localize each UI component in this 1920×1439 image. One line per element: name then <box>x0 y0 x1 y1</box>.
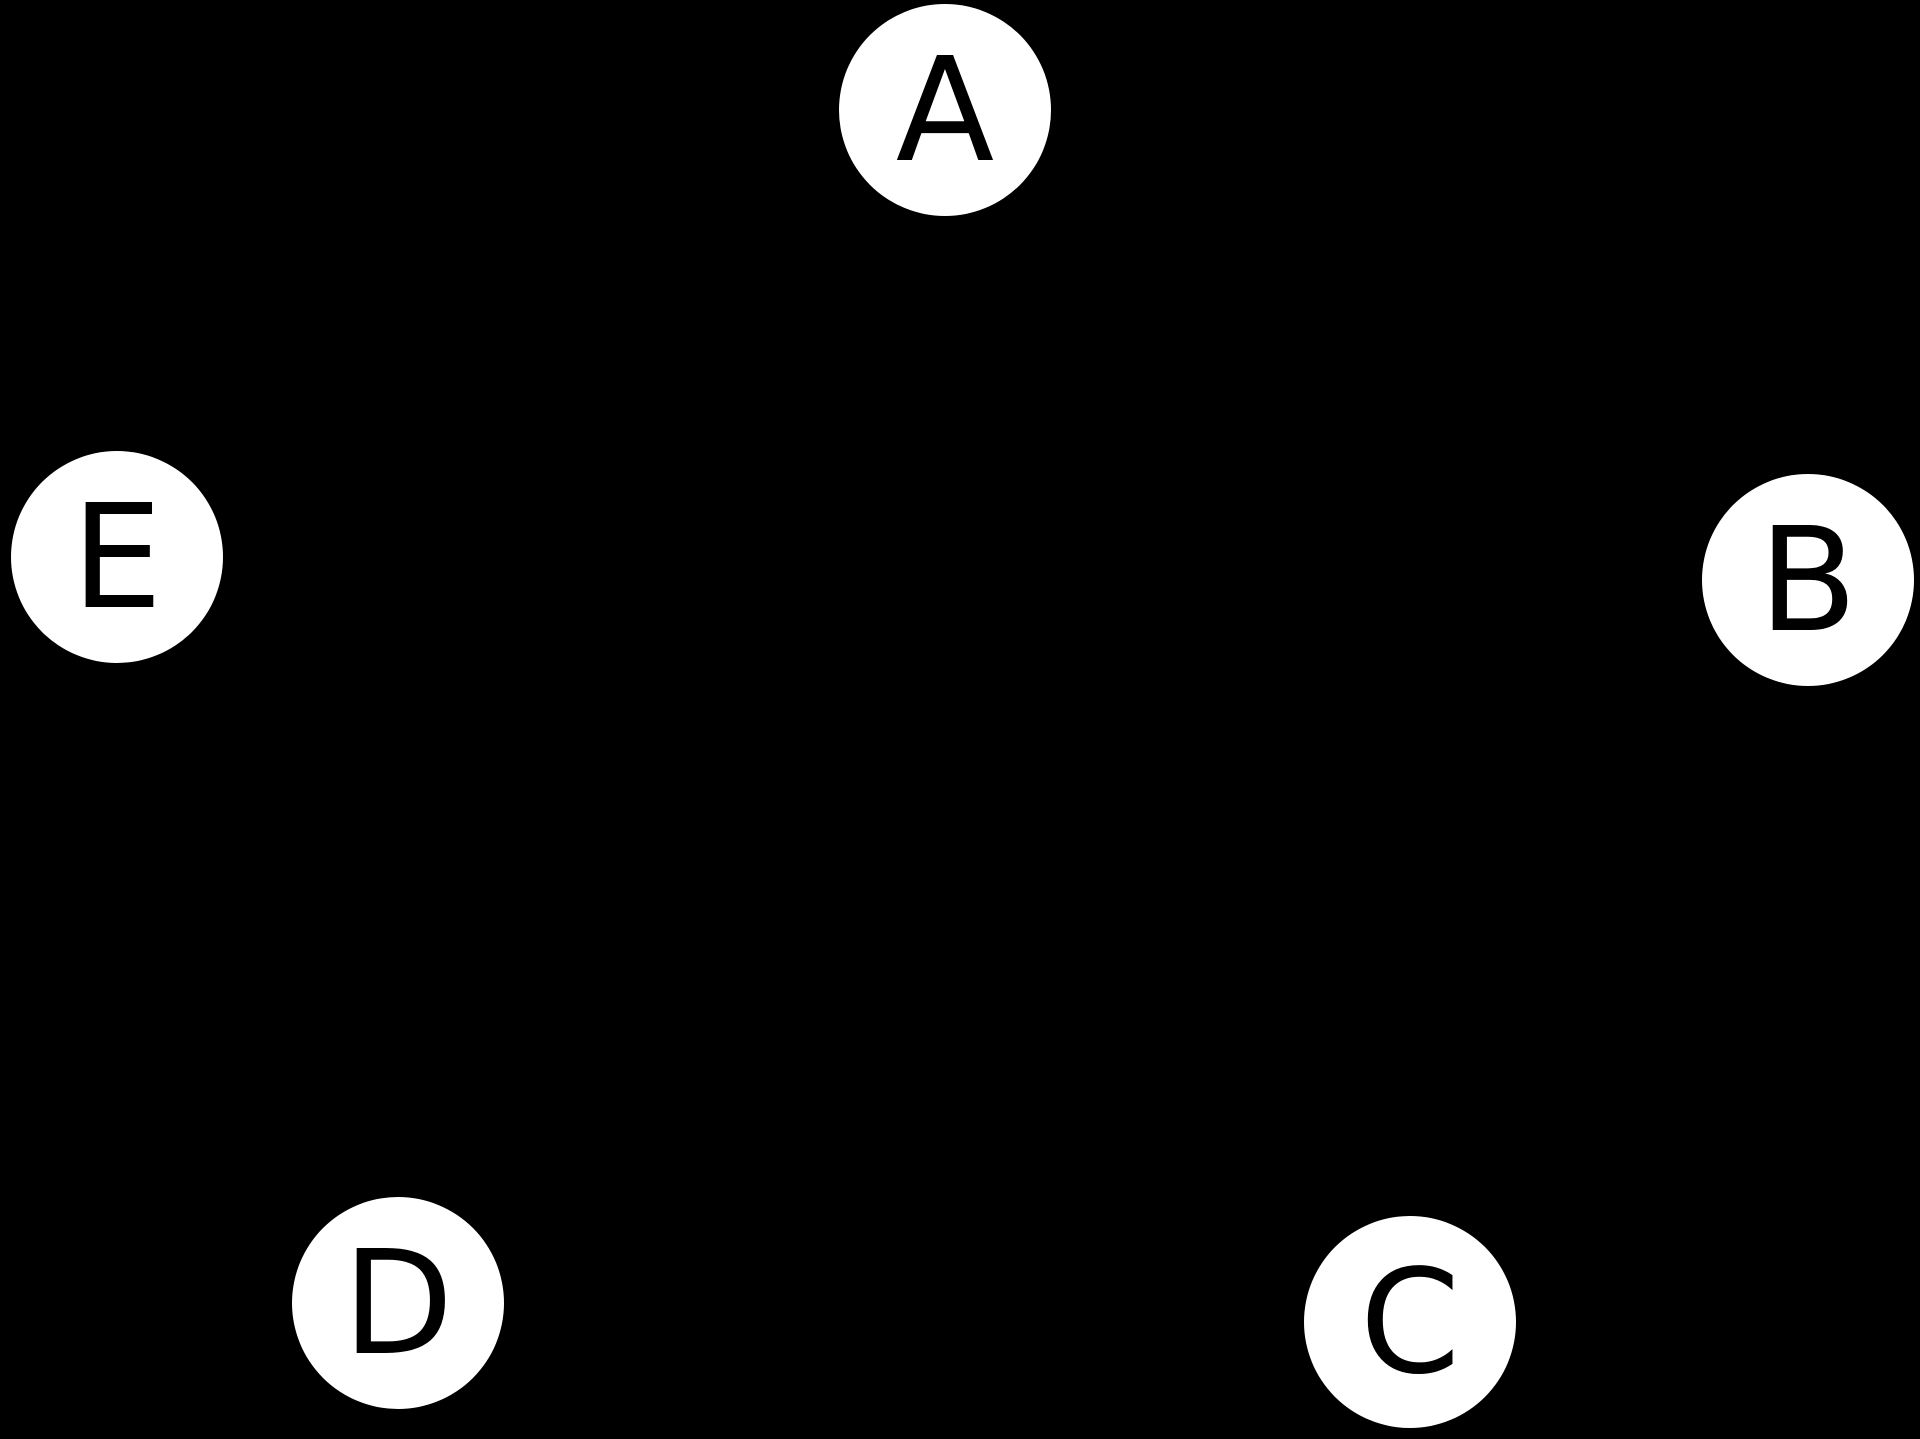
node-label-a: A <box>895 26 995 194</box>
graph-node-c[interactable]: C <box>1304 1216 1516 1428</box>
graph-node-e[interactable]: E <box>11 451 223 663</box>
node-label-e: E <box>71 473 163 641</box>
node-label-d: D <box>342 1219 454 1387</box>
graph-node-a[interactable]: A <box>839 4 1051 216</box>
graph-node-b[interactable]: B <box>1702 474 1914 686</box>
graph-node-d[interactable]: D <box>292 1197 504 1409</box>
node-label-b: B <box>1758 496 1858 664</box>
node-label-c: C <box>1359 1238 1461 1406</box>
